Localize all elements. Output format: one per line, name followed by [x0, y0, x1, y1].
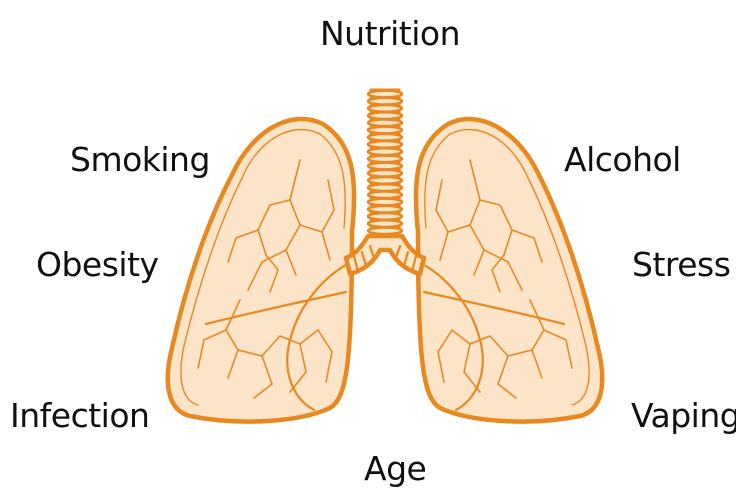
- trachea-ring: [368, 170, 402, 177]
- trachea-ring: [368, 141, 402, 148]
- trachea-ring: [368, 127, 402, 134]
- trachea-ring: [368, 134, 402, 141]
- trachea-ring: [368, 112, 402, 119]
- bronchi: [346, 236, 424, 274]
- label-infection: Infection: [10, 396, 149, 436]
- trachea-ring: [368, 155, 402, 162]
- trachea-ring: [368, 184, 402, 191]
- lungs-icon: [150, 78, 620, 440]
- trachea-ring: [368, 91, 402, 98]
- trachea-ring: [368, 119, 402, 126]
- trachea-ring: [368, 148, 402, 155]
- right-lung: [416, 119, 602, 422]
- trachea-ring: [368, 227, 402, 234]
- trachea-ring: [368, 220, 402, 227]
- left-lung: [168, 119, 354, 422]
- trachea-ring: [368, 98, 402, 105]
- trachea-ring: [368, 199, 402, 206]
- trachea-ring: [368, 206, 402, 213]
- label-vaping: Vaping: [631, 396, 736, 436]
- trachea: [368, 90, 402, 240]
- label-stress: Stress: [632, 245, 730, 285]
- label-obesity: Obesity: [36, 245, 159, 285]
- trachea-ring: [368, 191, 402, 198]
- label-age: Age: [364, 449, 426, 489]
- label-nutrition: Nutrition: [320, 14, 460, 54]
- trachea-ring: [368, 163, 402, 170]
- trachea-ring: [368, 177, 402, 184]
- trachea-ring: [368, 105, 402, 112]
- trachea-ring: [368, 213, 402, 220]
